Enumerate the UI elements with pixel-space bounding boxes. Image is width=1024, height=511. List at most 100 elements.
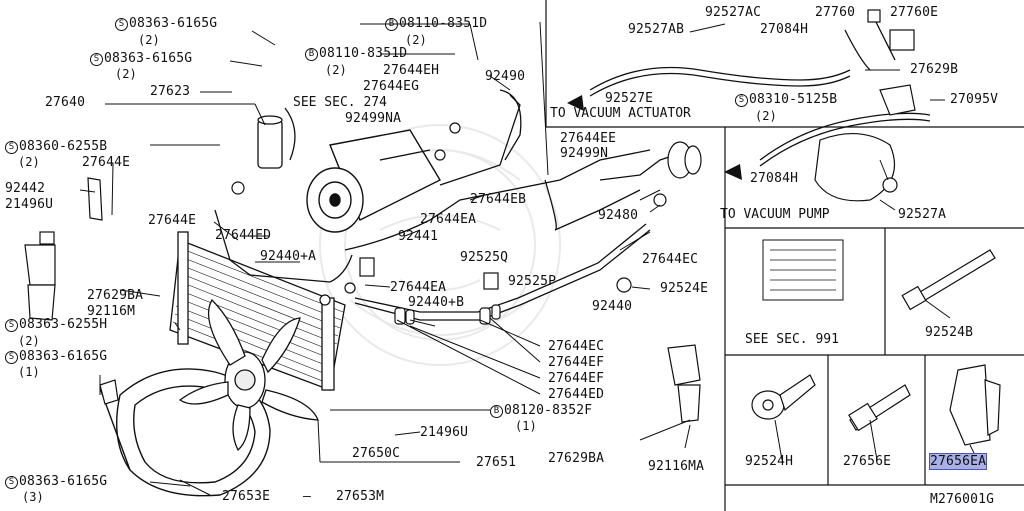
callout-code: 08363-6165G (129, 16, 218, 31)
part-27644e[interactable]: 27644E (148, 213, 197, 228)
part-92527ac[interactable]: 92527AC (705, 5, 762, 20)
part-92116m[interactable]: 92116M (87, 304, 136, 319)
bolt-symbol-icon: B (385, 18, 398, 31)
part-27640[interactable]: 27640 (45, 95, 86, 110)
callout-qty: (2) (755, 109, 777, 123)
note-see-sec-274[interactable]: SEE SEC. 274 (293, 95, 387, 110)
part-92442[interactable]: 92442 (5, 181, 46, 196)
callout-qty: (2) (405, 33, 427, 47)
part-27095v[interactable]: 27095V (950, 92, 999, 107)
part-27629b[interactable]: 27629B (910, 62, 959, 77)
callout-code: 08363-6165G (104, 51, 193, 66)
part-27656e[interactable]: 27656E (843, 454, 892, 469)
part-92527ab[interactable]: 92527AB (628, 22, 685, 37)
part-27629ba[interactable]: 27629BA (87, 288, 144, 303)
callout-code: 08120-8352F (504, 403, 593, 418)
callout-code: 08360-6255B (19, 139, 108, 154)
highlight-box: 27656EA (928, 453, 988, 470)
callout-qty: (1) (18, 365, 40, 379)
callout-qty: (2) (138, 33, 160, 47)
part-27644eg[interactable]: 27644EG (363, 79, 420, 94)
part-27644eb[interactable]: 27644EB (470, 192, 527, 207)
callout-qty: (2) (18, 155, 40, 169)
part-27644ef[interactable]: 27644EF (548, 371, 605, 386)
part-27644ed[interactable]: 27644ED (548, 387, 605, 402)
part-92480[interactable]: 92480 (598, 208, 639, 223)
vacuum-hoses (589, 19, 931, 167)
part-92527e[interactable]: 92527E (605, 91, 654, 106)
part-27644ef[interactable]: 27644EF (548, 355, 605, 370)
part-27644ea[interactable]: 27644EA (420, 212, 477, 227)
callout-code: 08110-8351D (399, 16, 488, 31)
callout-code: 08310-5125B (749, 92, 838, 107)
part-21496u[interactable]: 21496U (420, 425, 469, 440)
clip-27656e (848, 384, 911, 432)
leader-lines (79, 21, 976, 496)
compressor (306, 129, 441, 233)
panel-borders (545, 0, 1024, 511)
fan-blades (178, 298, 319, 452)
part-92499na[interactable]: 92499NA (345, 111, 402, 126)
callout-qty: (2) (18, 334, 40, 348)
part-92441[interactable]: 92441 (398, 229, 439, 244)
callout-qty: (1) (515, 419, 537, 433)
part-21496u[interactable]: 21496U (5, 197, 54, 212)
part-92440[interactable]: 92440 (592, 299, 633, 314)
part-92524h[interactable]: 92524H (745, 454, 794, 469)
part-27644ea[interactable]: 27644EA (390, 280, 447, 295)
part-92527a[interactable]: 92527A (898, 207, 947, 222)
part-27629ba[interactable]: 27629BA (548, 451, 605, 466)
callout-qty: (2) (325, 63, 347, 77)
part-27623[interactable]: 27623 (150, 84, 191, 99)
callout-qty: (2) (115, 67, 137, 81)
note-see-sec-991[interactable]: SEE SEC. 991 (745, 332, 839, 347)
callout-code: 08363-6165G (19, 474, 108, 489)
part-27644eh[interactable]: 27644EH (383, 63, 440, 78)
part-27084h[interactable]: 27084H (760, 22, 809, 37)
part-92499n[interactable]: 92499N (560, 146, 609, 161)
receiver-drier (257, 107, 296, 169)
note-to-vacuum-pump: TO VACUUM PUMP (720, 207, 830, 222)
part-27644ec[interactable]: 27644EC (642, 252, 699, 267)
part-92490[interactable]: 92490 (485, 69, 526, 84)
part-92116ma[interactable]: 92116MA (648, 459, 705, 474)
part-92440-plus-a[interactable]: 92440+A (260, 249, 317, 264)
part-27653e[interactable]: 27653E (222, 489, 271, 504)
part-27644e[interactable]: 27644E (82, 155, 131, 170)
part-27651[interactable]: 27651 (476, 455, 517, 470)
screw-symbol-icon: S (5, 476, 18, 489)
screw-symbol-icon: S (735, 94, 748, 107)
part-27084h[interactable]: 27084H (750, 171, 799, 186)
see-sec-991-card (762, 239, 844, 301)
bracket-92116ma (667, 344, 701, 423)
part-92524e[interactable]: 92524E (660, 281, 709, 296)
part-27760[interactable]: 27760 (815, 5, 856, 20)
part-27644ec[interactable]: 27644EC (548, 339, 605, 354)
callout-code: 08110-8351D (319, 46, 408, 61)
part-92525q[interactable]: 92525Q (460, 250, 509, 265)
vacuum-parts (814, 9, 916, 202)
part-27653m[interactable]: 27653M (336, 489, 385, 504)
part-27656ea-highlighted[interactable]: 27656EA (928, 453, 988, 470)
part-27644ed[interactable]: 27644ED (215, 228, 272, 243)
part-92524b[interactable]: 92524B (925, 325, 974, 340)
part-27644ee[interactable]: 27644EE (560, 131, 617, 146)
bolt-symbol-icon: B (490, 405, 503, 418)
part-92525p[interactable]: 92525P (508, 274, 557, 289)
clip-92524h (751, 374, 816, 420)
part-92440-plus-b[interactable]: 92440+B (408, 295, 465, 310)
screw-symbol-icon: S (5, 351, 18, 364)
part-27650c[interactable]: 27650C (352, 446, 401, 461)
part-27760e[interactable]: 27760E (890, 5, 939, 20)
